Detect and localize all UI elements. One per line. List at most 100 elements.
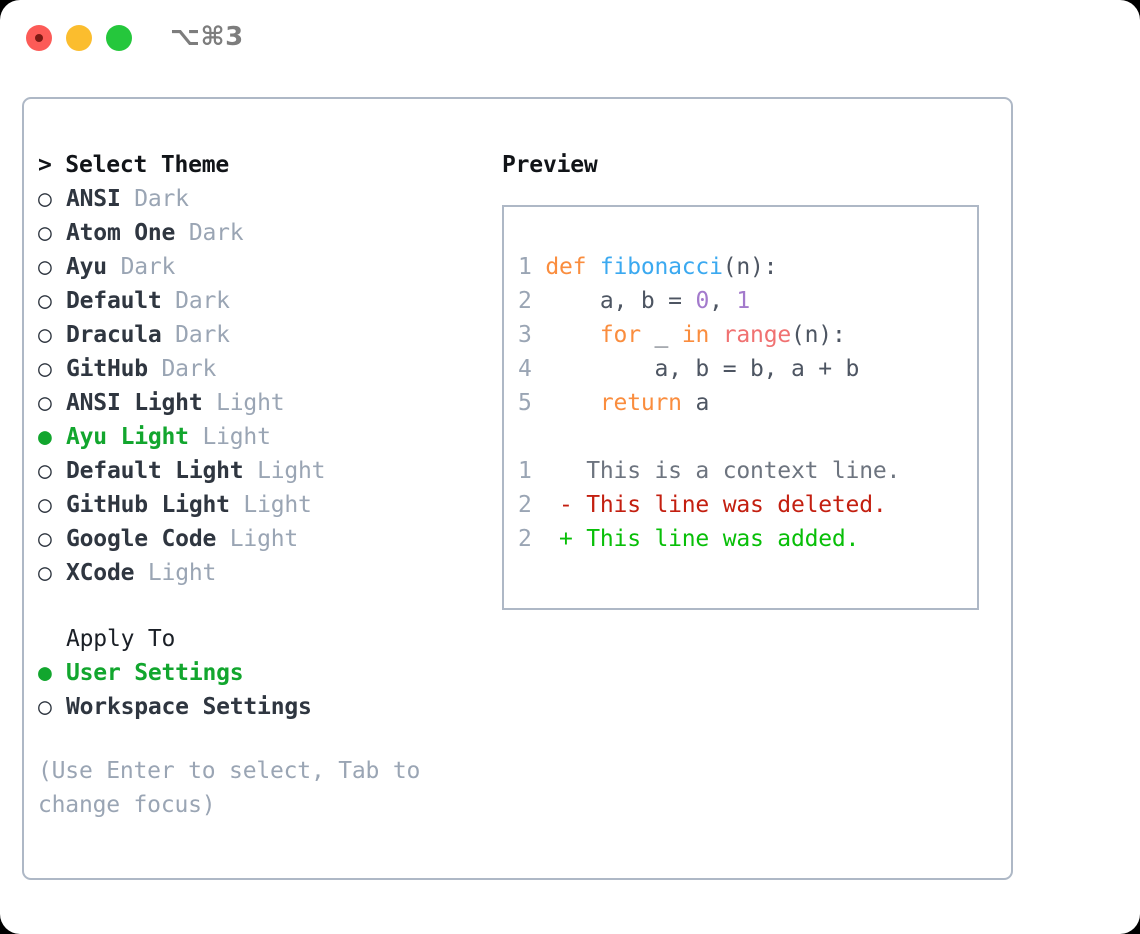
code-token: a, b = — [545, 288, 696, 314]
radio-selected-icon: ● — [38, 424, 52, 450]
theme-option-kind: Dark — [120, 186, 189, 212]
code-line: 3 for _ in range(n): — [518, 318, 859, 352]
code-token: , — [709, 288, 737, 314]
apply-to-option-list[interactable]: ● User Settings ○ Workspace Settings — [38, 656, 488, 724]
theme-option-label: GitHub — [66, 356, 148, 382]
diff-line-text: This is a context line. — [586, 458, 901, 484]
theme-option-ansi-light[interactable]: ○ANSI Light Light — [38, 386, 488, 420]
theme-option-label: Atom One — [66, 220, 176, 246]
theme-option-kind: Light — [216, 526, 299, 552]
code-line: 2 a, b = 0, 1 — [518, 284, 859, 318]
diff-sign: + — [531, 526, 587, 552]
code-token: for — [599, 322, 641, 348]
code-line-number: 5 — [518, 390, 532, 416]
theme-option-google-code[interactable]: ○ Google Code Light — [38, 522, 488, 556]
code-gutter-space — [532, 356, 546, 382]
window-title: ⌥⌘3 — [170, 22, 244, 52]
radio-unselected-icon: ○ — [38, 694, 52, 720]
code-token — [545, 322, 600, 348]
radio-unselected-icon: ○ — [38, 458, 52, 484]
radio-unselected-icon: ○ — [38, 560, 52, 586]
theme-option-kind: Dark — [106, 254, 176, 280]
theme-option-dracula[interactable]: ○ Dracula Dark — [38, 318, 488, 352]
theme-option-default-light[interactable]: ○ Default Light Light — [38, 454, 488, 488]
radio-selected-icon: ● — [38, 660, 52, 686]
radio-unselected-icon: ○ — [38, 220, 52, 246]
radio-unselected-icon: ○ — [38, 526, 52, 552]
code-gutter-space — [532, 254, 546, 280]
apply-to-option-workspace-settings[interactable]: ○ Workspace Settings — [38, 690, 488, 724]
window-titlebar: ⌥⌘3 — [0, 0, 1140, 78]
preview-heading: Preview — [502, 152, 598, 178]
theme-option-ayu[interactable]: ○Ayu Dark — [38, 250, 488, 284]
theme-option-list[interactable]: ○ANSI Dark○Atom One Dark○Ayu Dark○Defaul… — [38, 182, 488, 590]
diff-line-number: 1 — [518, 458, 532, 484]
maximize-window-button[interactable] — [106, 25, 132, 51]
apply-to-option-user-settings[interactable]: ● User Settings — [38, 656, 488, 690]
theme-option-label: Ayu — [66, 254, 107, 280]
theme-option-default[interactable]: ○ Default Dark — [38, 284, 488, 318]
preview-column: Preview 1 def fibonacci(n):2 a, b = 0, 1… — [502, 148, 1002, 610]
theme-option-github[interactable]: ○GitHub Dark — [38, 352, 488, 386]
code-token: _ — [640, 322, 682, 348]
code-token: (n): — [791, 322, 846, 348]
code-line-number: 3 — [518, 322, 532, 348]
keyboard-hint-text: (Use Enter to select, Tab to change focu… — [38, 758, 434, 818]
close-window-button[interactable] — [26, 25, 52, 51]
theme-option-label: Dracula — [66, 322, 162, 348]
theme-option-kind: Dark — [147, 356, 217, 382]
theme-selection-column: > Select Theme ○ANSI Dark○Atom One Dark○… — [38, 148, 488, 822]
theme-option-github-light[interactable]: ○GitHub Light Light — [38, 488, 488, 522]
theme-option-label: Default Light — [66, 458, 244, 484]
theme-option-label: Ayu Light — [66, 424, 189, 450]
code-token: a, b = b, a + b — [545, 356, 860, 382]
apply-to-option-label: Workspace Settings — [66, 694, 312, 720]
theme-option-kind: Light — [188, 424, 271, 450]
code-token: (n): — [722, 254, 778, 280]
code-line: 4 a, b = b, a + b — [518, 352, 859, 386]
theme-picker-card: > Select Theme ○ANSI Dark○Atom One Dark○… — [22, 97, 1013, 880]
apply-to-option-label: User Settings — [66, 660, 244, 686]
code-line: 5 return a — [518, 386, 859, 420]
code-token: a — [681, 390, 710, 416]
minimize-window-button[interactable] — [66, 25, 92, 51]
code-token — [709, 322, 723, 348]
theme-option-atom-one[interactable]: ○Atom One Dark — [38, 216, 488, 250]
select-theme-heading: > Select Theme — [38, 152, 230, 178]
theme-option-label: XCode — [66, 560, 135, 586]
theme-option-label: Default — [66, 288, 162, 314]
code-token: 1 — [736, 288, 751, 314]
theme-option-kind: Dark — [161, 322, 230, 348]
radio-unselected-icon: ○ — [38, 322, 52, 348]
theme-option-label: ANSI — [66, 186, 121, 212]
code-gutter-space — [532, 322, 546, 348]
code-token: fibonacci — [599, 254, 723, 280]
theme-option-xcode[interactable]: ○XCode Light — [38, 556, 488, 590]
code-token — [545, 390, 600, 416]
diff-line-number: 2 — [518, 492, 532, 518]
theme-option-ansi[interactable]: ○ANSI Dark — [38, 182, 488, 216]
code-line-number: 4 — [518, 356, 532, 382]
diff-line-added: 2 + This line was added. — [518, 522, 900, 556]
code-token: 0 — [695, 288, 710, 314]
theme-option-label: ANSI Light — [66, 390, 203, 416]
radio-unselected-icon: ○ — [38, 492, 52, 518]
theme-option-label: Google Code — [66, 526, 217, 552]
diff-line-number: 2 — [518, 526, 532, 552]
code-line-number: 1 — [518, 254, 532, 280]
apply-to-heading: Apply To — [66, 626, 176, 652]
radio-unselected-icon: ○ — [38, 288, 52, 314]
code-token: def — [545, 254, 600, 280]
theme-option-kind: Dark — [161, 288, 230, 314]
theme-option-ayu-light[interactable]: ● Ayu Light Light — [38, 420, 488, 454]
code-token: range — [722, 322, 792, 348]
code-line-number: 2 — [518, 288, 532, 314]
diff-sign — [532, 458, 587, 484]
theme-option-kind: Light — [229, 492, 312, 518]
diff-line-context: 1 This is a context line. — [518, 454, 900, 488]
theme-option-kind: Light — [243, 458, 326, 484]
diff-sample: 1 This is a context line.2 - This line w… — [518, 454, 900, 556]
diff-line-deleted: 2 - This line was deleted. — [518, 488, 900, 522]
